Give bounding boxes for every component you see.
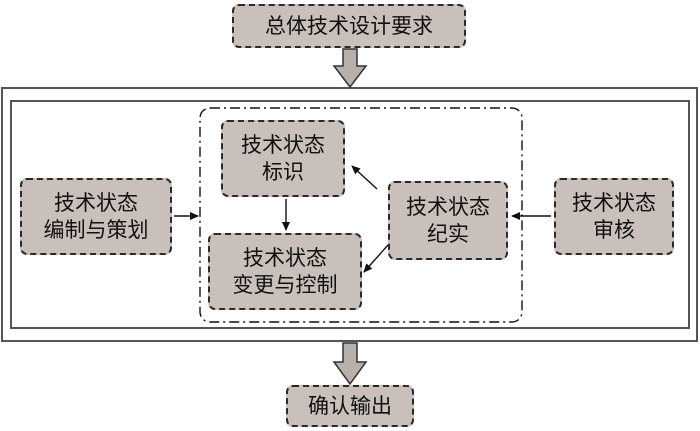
node-config-identification: 技术状态 标识 — [221, 120, 345, 197]
node-config-audit: 技术状态 审核 — [554, 178, 674, 255]
node-plan-label-1: 技术状态 — [54, 190, 138, 215]
node-config-status-accounting: 技术状态 纪实 — [388, 181, 508, 260]
node-audit-label-1: 技术状态 — [572, 190, 656, 215]
node-change-label-1: 技术状态 — [243, 245, 327, 270]
node-plan-label-2: 编制与策划 — [43, 217, 149, 242]
node-change-label-2: 变更与控制 — [232, 272, 338, 297]
node-record-label-1: 技术状态 — [406, 194, 490, 219]
node-identify-label-1: 技术状态 — [241, 132, 325, 157]
node-output-label: 确认输出 — [308, 393, 392, 418]
node-config-change-control: 技术状态 变更与控制 — [208, 233, 362, 310]
block-arrow-bottom — [332, 342, 368, 386]
node-config-planning: 技术状态 编制与策划 — [20, 178, 172, 255]
node-confirmed-output: 确认输出 — [286, 385, 414, 427]
node-record-label-2: 纪实 — [427, 221, 469, 246]
node-audit-label-2: 审核 — [593, 217, 635, 242]
node-identify-label-2: 标识 — [262, 159, 304, 184]
process-inner-frame — [10, 100, 690, 329]
block-arrow-top — [332, 48, 368, 89]
node-top-label: 总体技术设计要求 — [265, 13, 433, 38]
node-overall-design-requirements: 总体技术设计要求 — [232, 4, 466, 48]
